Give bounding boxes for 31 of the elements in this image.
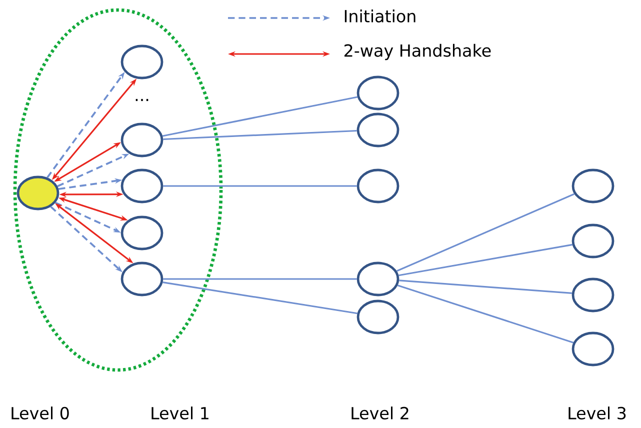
node-circle	[120, 122, 164, 158]
node-circle	[356, 168, 400, 204]
level-label: Level 2	[352, 406, 408, 420]
legend-text: 2-way Handshake	[344, 44, 491, 60]
node-circle	[356, 112, 400, 148]
node-circle	[120, 216, 164, 250]
node-circle	[356, 262, 400, 296]
connector	[397, 284, 574, 344]
node-circle	[572, 332, 614, 366]
node-circle	[356, 300, 400, 334]
connector	[162, 96, 358, 137]
level-label: Level 0	[12, 406, 69, 420]
connector	[398, 244, 572, 276]
connector	[163, 130, 357, 140]
connector	[162, 282, 358, 314]
node-circle	[572, 224, 614, 258]
level-label: Level 3	[568, 406, 626, 420]
connector	[399, 280, 572, 294]
node-circle	[120, 168, 164, 204]
node-circle	[572, 278, 614, 312]
connector	[396, 193, 575, 272]
legend-text: Initiation	[344, 10, 416, 22]
hub-node	[16, 176, 60, 210]
node-circle	[356, 76, 400, 110]
node-circle	[120, 262, 164, 296]
node-circle	[572, 168, 614, 204]
level-label: Level 1	[152, 406, 208, 420]
connector	[163, 185, 357, 187]
node-circle	[120, 44, 164, 80]
ellipsis-label: ...	[136, 98, 148, 102]
connector	[163, 278, 357, 280]
